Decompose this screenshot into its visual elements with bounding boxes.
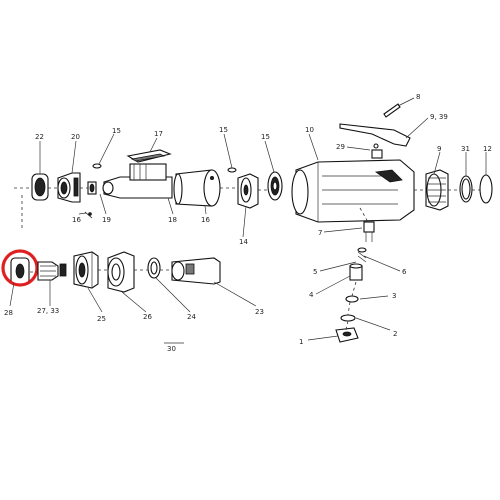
callout-25: 25: [97, 315, 106, 323]
callout-30: 30: [167, 345, 176, 353]
callout-12: 12: [483, 145, 492, 153]
callout-1: 1: [299, 338, 303, 346]
part-4[interactable]: [349, 263, 363, 281]
part-26[interactable]: [107, 251, 135, 293]
callout-2: 2: [393, 330, 397, 338]
part-23[interactable]: [171, 257, 221, 285]
part-25[interactable]: [73, 251, 99, 289]
callout-17: 17: [154, 130, 163, 138]
part-2[interactable]: [340, 314, 356, 322]
callout-26: 26: [143, 313, 152, 321]
callout-6: 6: [402, 268, 407, 276]
leader-lines: [9, 97, 487, 341]
part-15-clip-mid[interactable]: [227, 167, 237, 173]
part-17[interactable]: [126, 149, 172, 163]
callout-29: 29: [336, 143, 345, 151]
part-15-bearing[interactable]: [267, 171, 283, 201]
part-12[interactable]: [479, 174, 493, 204]
part-1[interactable]: [335, 327, 359, 343]
callout-20: 20: [71, 133, 80, 141]
callout-16-pin: 16: [72, 216, 81, 224]
part-8[interactable]: [383, 103, 401, 118]
callout-23: 23: [255, 308, 264, 316]
callout-15-mid: 15: [219, 126, 228, 134]
part-19[interactable]: [87, 181, 97, 195]
callout-22: 22: [35, 133, 44, 141]
part-9[interactable]: [425, 169, 449, 211]
part-10-housing[interactable]: [291, 159, 415, 223]
callout-27-33: 27, 33: [37, 307, 59, 315]
callout-15-right: 15: [261, 133, 270, 141]
part-14[interactable]: [237, 173, 259, 209]
callout-9: 9: [437, 145, 441, 153]
part-3[interactable]: [345, 295, 359, 303]
callout-24: 24: [187, 313, 196, 321]
part-28[interactable]: [10, 257, 30, 285]
callout-labels: 22 20 15 17 15 15 10 8 9, 39 29 9 31 12 …: [4, 93, 492, 353]
callout-4: 4: [309, 291, 314, 299]
callout-14: 14: [239, 238, 248, 246]
part-7[interactable]: [363, 221, 375, 242]
part-15-clip-left[interactable]: [92, 163, 102, 169]
callout-28: 28: [4, 309, 13, 317]
callout-16: 16: [201, 216, 210, 224]
part-18[interactable]: [102, 163, 173, 199]
alignment-lines: [14, 187, 480, 331]
part-29[interactable]: [371, 143, 383, 159]
callout-8: 8: [416, 93, 420, 101]
callout-9-39: 9, 39: [430, 113, 448, 121]
part-20[interactable]: [57, 172, 81, 203]
callout-31: 31: [461, 145, 470, 153]
part-24-washer[interactable]: [147, 257, 161, 279]
part-9-39-lever[interactable]: [339, 123, 411, 147]
callout-7: 7: [318, 229, 322, 237]
callout-19: 19: [102, 216, 111, 224]
callout-10: 10: [305, 126, 314, 134]
callout-3: 3: [392, 292, 396, 300]
callout-15-left: 15: [112, 127, 121, 135]
part-31[interactable]: [459, 175, 473, 203]
part-6[interactable]: [357, 247, 367, 263]
part-16[interactable]: [173, 169, 221, 207]
callout-5: 5: [313, 268, 317, 276]
callout-18: 18: [168, 216, 177, 224]
part-22[interactable]: [31, 173, 49, 201]
part-16-pin[interactable]: [84, 211, 93, 219]
part-27-33[interactable]: [37, 261, 67, 281]
selection-highlight-ring: [1, 249, 39, 287]
